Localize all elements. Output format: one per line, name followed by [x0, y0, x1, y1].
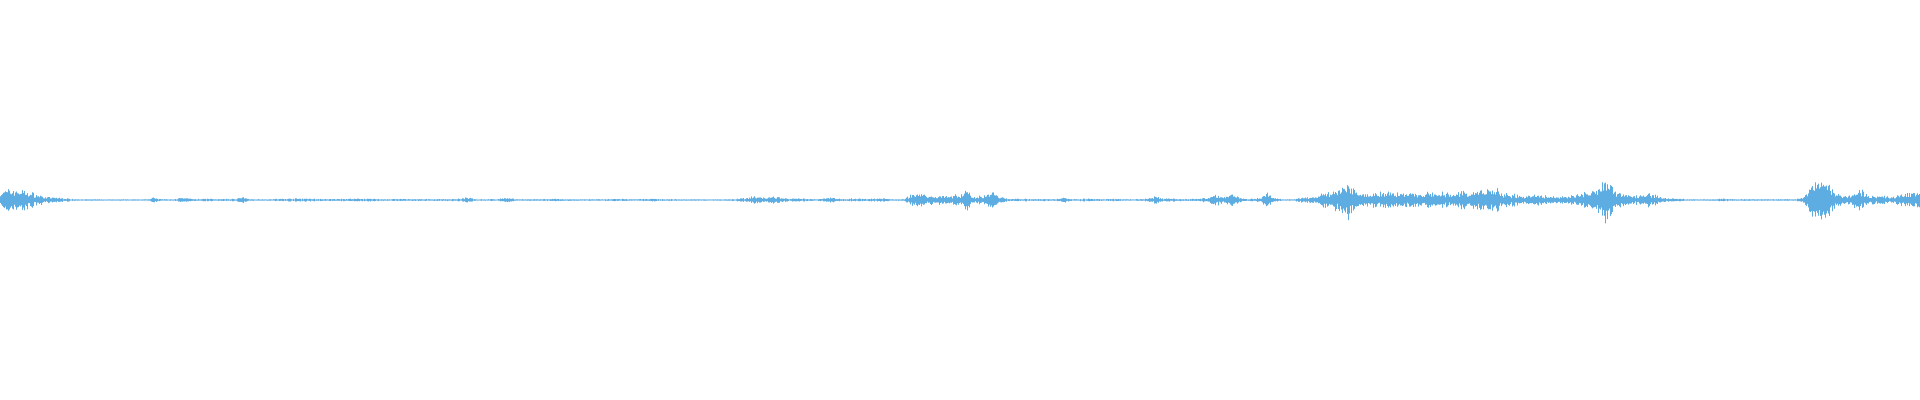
waveform-samples — [0, 182, 1920, 224]
waveform-trace — [0, 182, 1920, 224]
